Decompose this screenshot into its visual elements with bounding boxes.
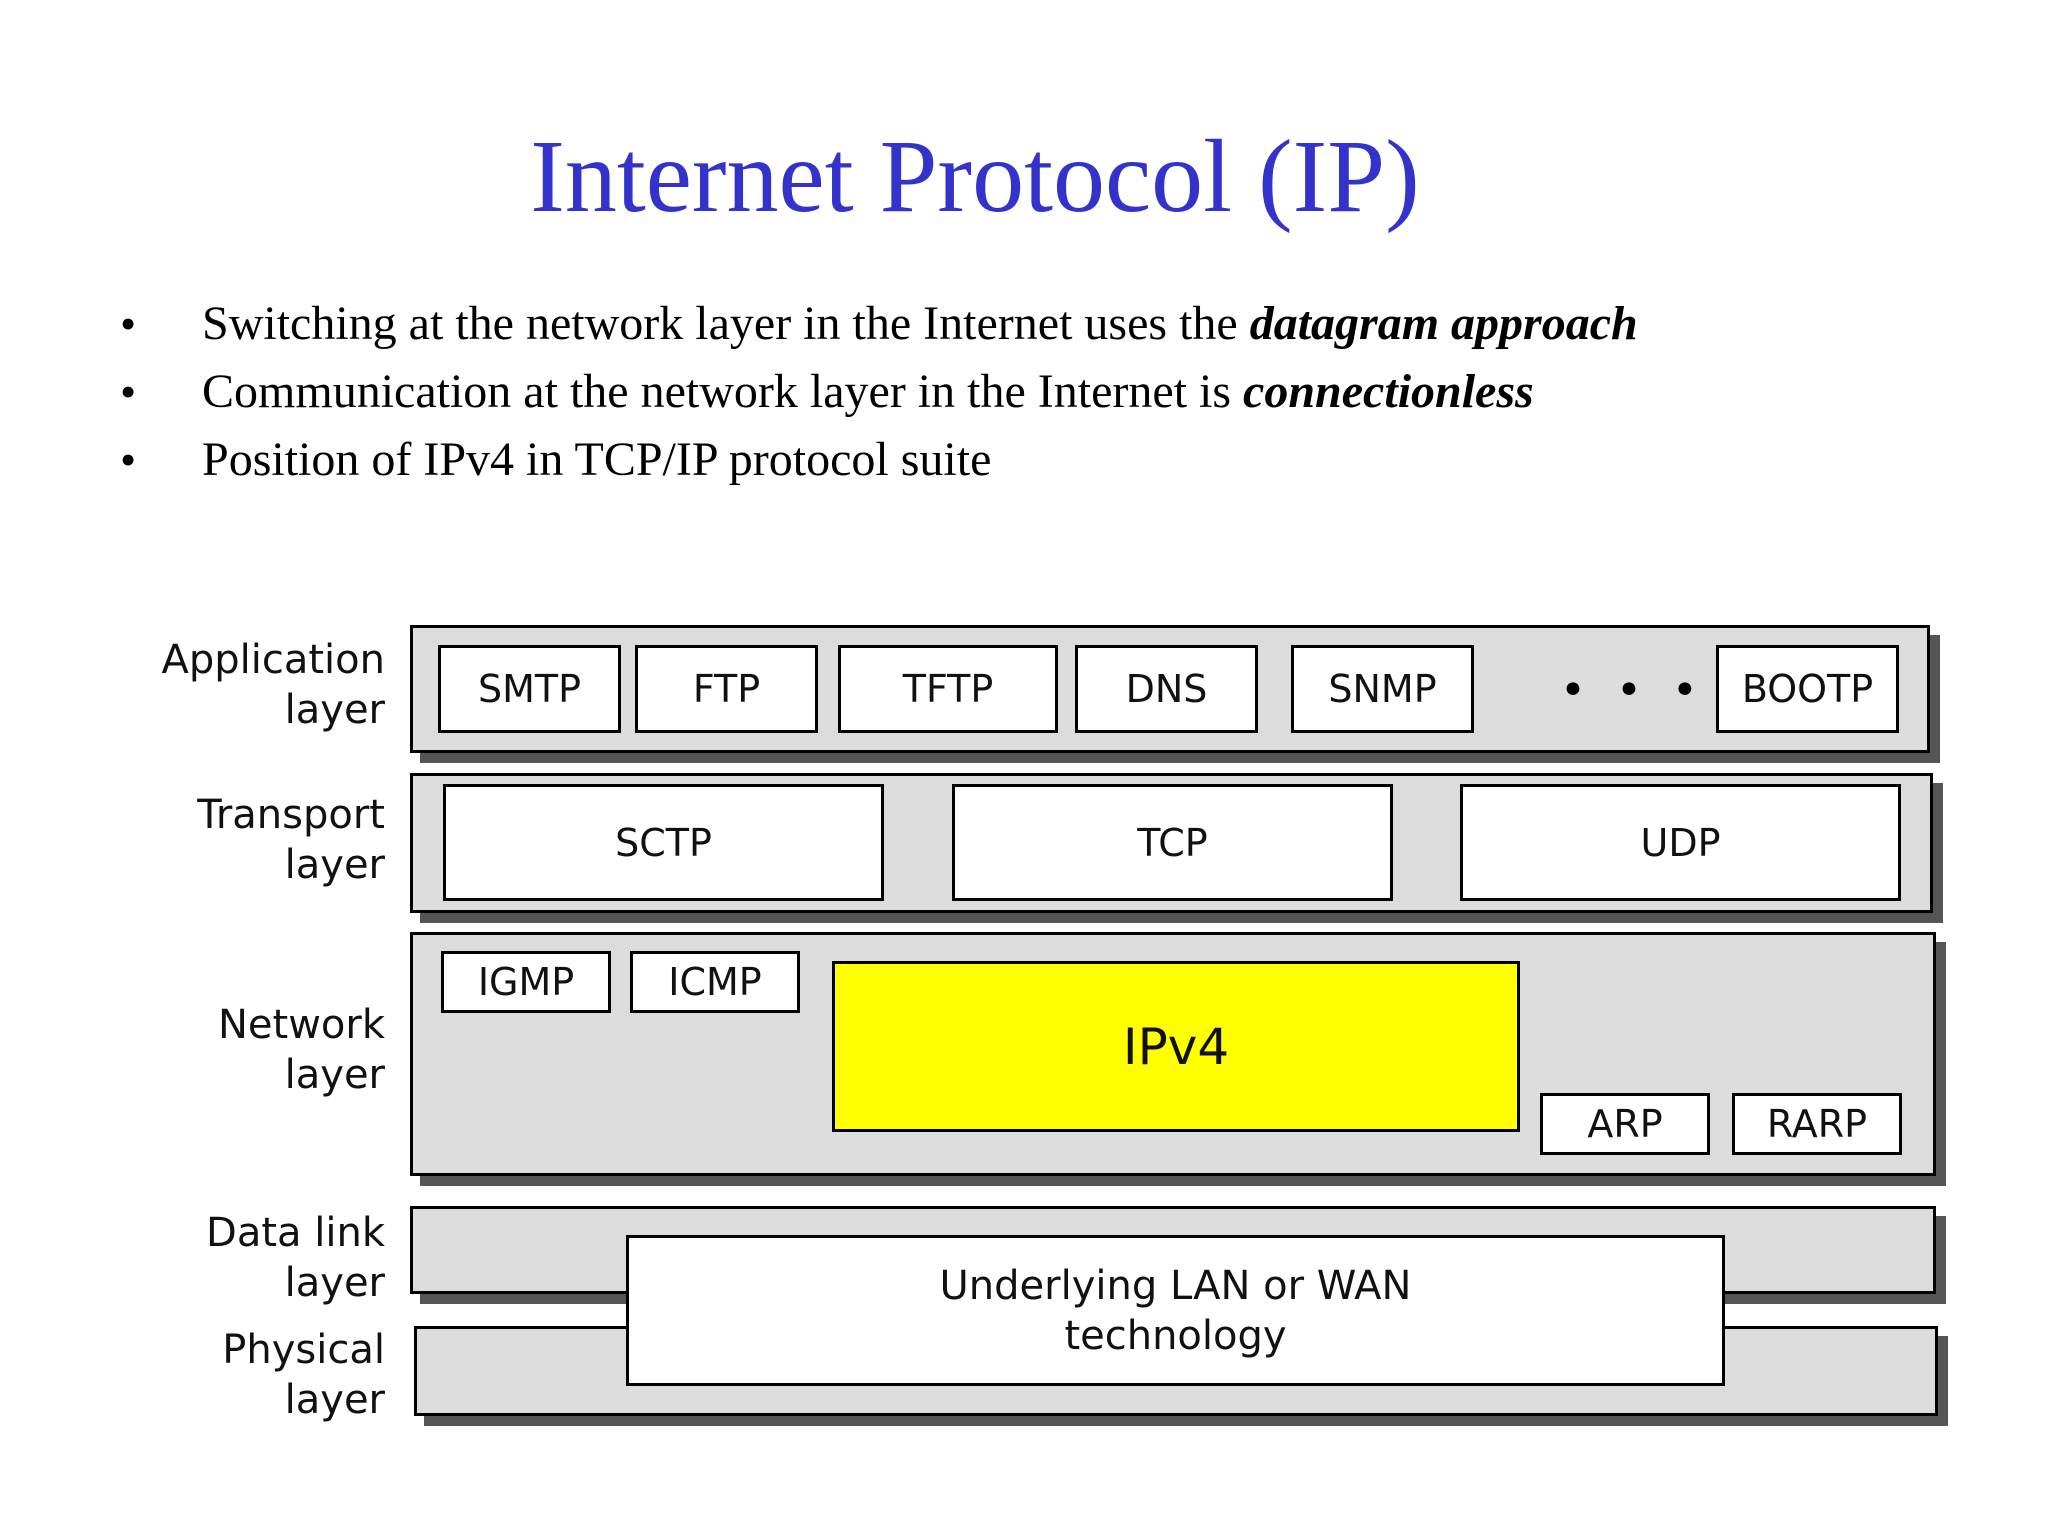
bullet-icon: •	[120, 298, 137, 349]
underlying-technology-box: Underlying LAN or WAN technology	[626, 1235, 1725, 1386]
protocol-icmp: ICMP	[630, 951, 800, 1013]
bullet-text: Position of IPv4 in TCP/IP protocol suit…	[202, 433, 992, 486]
network-layer-label: Network layer	[217, 1002, 385, 1098]
protocol-udp: UDP	[1460, 784, 1901, 901]
protocol-smtp: SMTP	[438, 645, 621, 733]
protocol-dns: DNS	[1075, 645, 1258, 733]
underlying-line2: technology	[1064, 1312, 1287, 1359]
bullet-text: Switching at the network layer in the In…	[202, 297, 1638, 350]
ellipsis-icon: • • •	[1560, 665, 1706, 716]
protocol-rarp: RARP	[1732, 1093, 1902, 1155]
bullet-icon: •	[120, 366, 137, 417]
protocol-tftp: TFTP	[838, 645, 1058, 733]
underlying-line1: Underlying LAN or WAN	[939, 1262, 1412, 1309]
protocol-arp: ARP	[1540, 1093, 1710, 1155]
bullet-item: • Position of IPv4 in TCP/IP protocol su…	[120, 426, 2000, 494]
protocol-ipv4: IPv4	[832, 961, 1520, 1132]
datalink-layer-label: Data link layer	[206, 1210, 385, 1306]
bullet-emphasis: connectionless	[1243, 365, 1534, 418]
protocol-bootp: BOOTP	[1716, 645, 1899, 733]
bullet-list: • Switching at the network layer in the …	[120, 290, 2000, 494]
slide-title: Internet Protocol (IP)	[530, 119, 1420, 234]
protocol-sctp: SCTP	[443, 784, 884, 901]
bullet-text: Communication at the network layer in th…	[202, 365, 1534, 418]
protocol-tcp: TCP	[952, 784, 1393, 901]
bullet-icon: •	[120, 434, 137, 485]
transport-layer-label: Transport layer	[197, 792, 385, 888]
physical-layer-label: Physical layer	[222, 1327, 385, 1423]
protocol-igmp: IGMP	[441, 951, 611, 1013]
bullet-emphasis: datagram approach	[1249, 297, 1638, 350]
bullet-item: • Communication at the network layer in …	[120, 358, 2000, 426]
protocol-ftp: FTP	[635, 645, 818, 733]
application-layer-label: Application layer	[161, 637, 386, 733]
bullet-item: • Switching at the network layer in the …	[120, 290, 2000, 358]
protocol-snmp: SNMP	[1291, 645, 1474, 733]
